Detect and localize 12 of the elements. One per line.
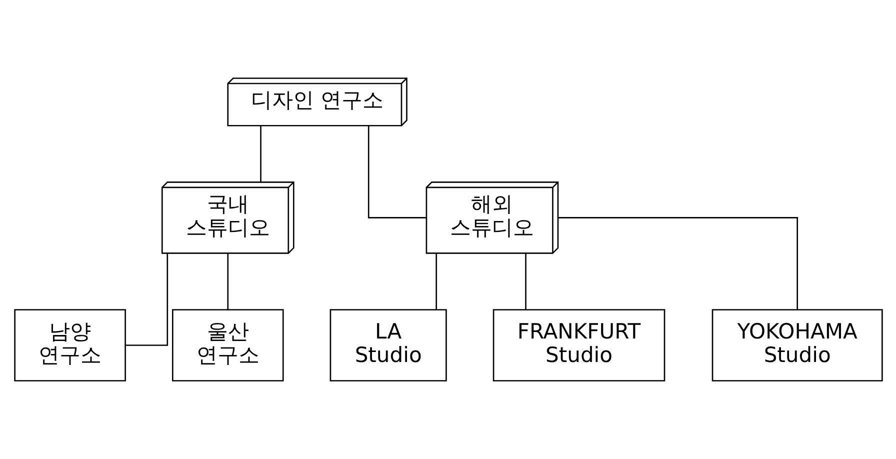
connector bbox=[226, 253, 228, 310]
connector bbox=[260, 126, 261, 182]
node-box: FRANKFURT Studio bbox=[492, 309, 665, 382]
node-box: 울산 연구소 bbox=[172, 309, 284, 382]
node-box: 남양 연구소 bbox=[14, 309, 126, 382]
connector bbox=[435, 253, 436, 310]
connector bbox=[367, 126, 426, 218]
connector bbox=[125, 253, 168, 346]
node-box: LA Studio bbox=[329, 309, 446, 382]
connector bbox=[558, 217, 798, 310]
connector bbox=[524, 253, 526, 310]
node-box: YOKOHAMA Studio bbox=[711, 309, 882, 382]
